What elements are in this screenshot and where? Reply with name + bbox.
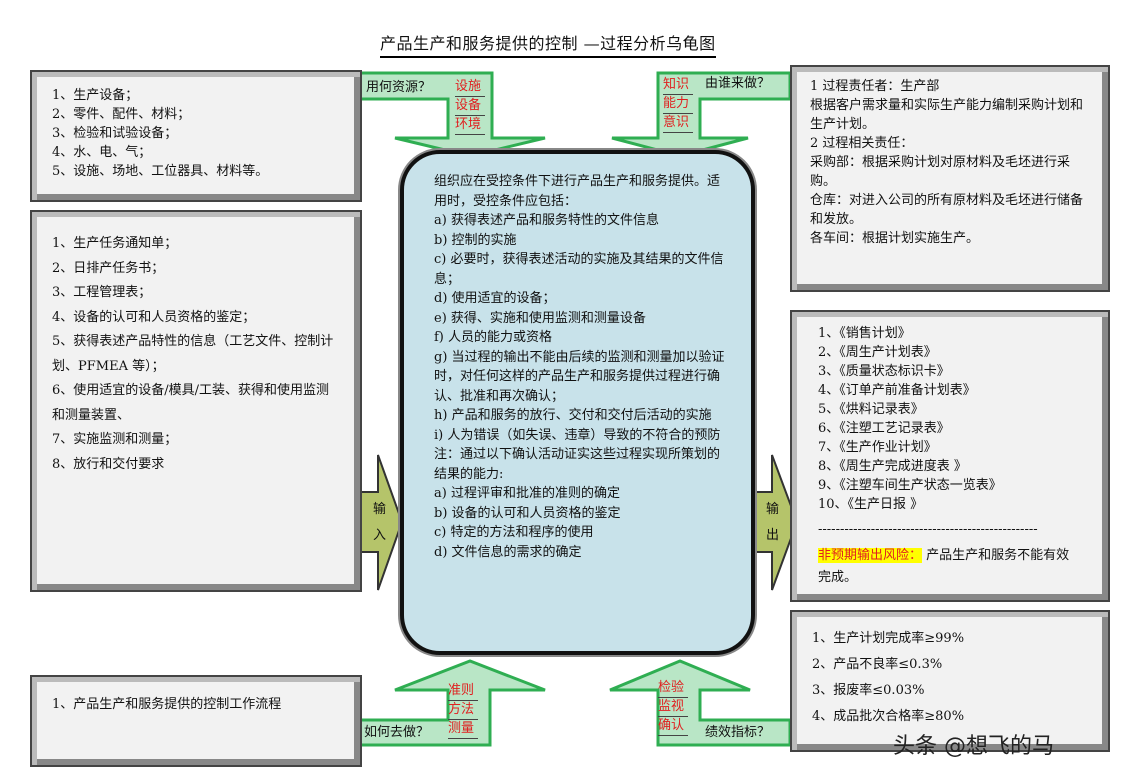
input-item: 2、日排产任务书； xyxy=(52,260,165,276)
responsibility-item: 仓库：对进入公司的所有原材料及毛坯进行储备和发放。 xyxy=(810,193,1084,227)
output-item: 8、《周生产完成进度表 》 xyxy=(818,459,967,474)
process-line: b) 控制的实施 xyxy=(434,232,517,248)
process-line: c) 必要时，获得表述活动的实施及其结果的文件信息； xyxy=(434,252,724,287)
page-title: 产品生产和服务提供的控制 —过程分析乌龟图 xyxy=(380,30,716,58)
resource-item: 2、零件、配件、材料； xyxy=(52,107,191,122)
process-line: c) 特定的方法和程序的使用 xyxy=(434,525,594,540)
outputs-box: 1、《销售计划》 2、《周生产计划表》 3、《质量状态标识卡》 4、《订单产前准备计划… xyxy=(790,310,1110,602)
kpi-item: 4、成品批次合格率≥80% xyxy=(812,709,965,724)
output-item: 10、《生产日报 》 xyxy=(818,497,924,512)
kpi-item: 1、生产计划完成率≥99% xyxy=(812,631,965,646)
kpi-question: 绩效指标？ xyxy=(705,725,771,740)
kpi-item: 2、产品不良率≤0.3% xyxy=(812,657,943,672)
process-line: i) 人为错误（如失误、违章）导致的不符合的预防 xyxy=(434,427,721,443)
output-item: 5、《烘料记录表》 xyxy=(818,402,924,417)
resource-item: 4、水、电、气； xyxy=(52,145,152,160)
who-question: 由谁来做？ xyxy=(705,76,771,91)
output-label: 输出 xyxy=(766,502,780,543)
kpi-arrow xyxy=(609,659,792,747)
responsibility-item: 各车间：根据计划实施生产。 xyxy=(810,231,980,246)
process-line: e) 获得、实施和使用监测和测量设备 xyxy=(434,310,646,326)
resource-item: 5、设施、场地、工位器具、材料等。 xyxy=(52,164,269,179)
output-item: 6、《注塑工艺记录表》 xyxy=(818,421,950,436)
process-line: a) 过程评审和批准的准则的确定 xyxy=(434,486,620,501)
kpi-tags: 检验监视确认 xyxy=(658,679,688,736)
method-item: 1、产品生产和服务提供的控制工作流程 xyxy=(52,697,282,712)
responsibility-item: 1 过程责任者：生产部 xyxy=(810,79,940,94)
input-item: 4、设备的认可和人员资格的鉴定； xyxy=(52,309,256,325)
who-tags: 知识能力意识 xyxy=(663,76,693,133)
methods-box: 1、产品生产和服务提供的控制工作流程 xyxy=(30,675,362,767)
output-item: 1、《销售计划》 xyxy=(818,326,911,341)
input-item: 5、获得表述产品特性的信息（工艺文件、控制计划、PFMEA 等）； xyxy=(52,334,334,374)
input-item: 3、工程管理表； xyxy=(52,285,152,300)
output-item: 2、《周生产计划表》 xyxy=(818,345,937,360)
who-arrow xyxy=(611,71,792,158)
how-tags: 准则方法测量 xyxy=(448,682,478,739)
responsibility-item: 2 过程相关责任： xyxy=(810,136,914,151)
output-item: 7、《生产作业计划》 xyxy=(818,440,937,455)
responsibility-item: 根据客户需求量和实际生产能力编制采购计划和生产计划。 xyxy=(810,98,1084,132)
input-item: 1、生产任务通知单； xyxy=(52,236,178,251)
kpi-item: 3、报废率≤0.03% xyxy=(812,683,925,698)
process-line: a) 获得表述产品和服务特性的文件信息 xyxy=(434,213,659,228)
process-line: d) 文件信息的需求的确定 xyxy=(434,544,582,560)
resources-box: 1、生产设备； 2、零件、配件、材料； 3、检验和试验设备； 4、水、电、气； 5、设施… xyxy=(30,70,362,202)
resource-item: 3、检验和试验设备； xyxy=(52,126,178,141)
process-line: h) 产品和服务的放行、交付和交付后活动的实施 xyxy=(434,408,712,423)
resource-arrow xyxy=(346,71,546,158)
responsibility-box: 1 过程责任者：生产部根据客户需求量和实际生产能力编制采购计划和生产计划。 2 过… xyxy=(790,65,1110,292)
input-item: 6、使用适宜的设备/模具/工装、获得和使用监测和测量装置、 xyxy=(52,383,330,423)
risk-label: 非预期输出风险： xyxy=(818,548,923,563)
process-line: d) 使用适宜的设备； xyxy=(434,291,556,306)
input-item: 7、实施监测和测量； xyxy=(52,432,178,447)
resource-tags: 设施设备环境 xyxy=(455,78,485,135)
how-arrow xyxy=(346,659,546,747)
process-line: b) 设备的认可和人员资格的鉴定 xyxy=(434,505,621,521)
process-box: 组织应在受控条件下进行产品生产和服务提供。适用时，受控条件应包括： a) 获得表述… xyxy=(400,150,755,655)
output-item: 4、《订单产前准备计划表》 xyxy=(818,383,976,398)
output-item: 3、《质量状态标识卡》 xyxy=(818,364,950,379)
process-line: 注：通过以下确认活动证实这些过程实现所策划的结果的能力: xyxy=(434,447,721,482)
inputs-box: 1、生产任务通知单； 2、日排产任务书； 3、工程管理表； 4、设备的认可和人员资格的… xyxy=(30,210,362,592)
resource-item: 1、生产设备； xyxy=(52,88,139,103)
risk-note: 非预期输出风险： 产品生产和服务不能有效完成。 xyxy=(818,545,1082,589)
resource-question: 用何资源？ xyxy=(366,80,432,95)
output-item: 9、《注塑车间生产状态一览表》 xyxy=(818,478,1002,493)
process-line: f) 人员的能力或资格 xyxy=(434,330,553,345)
how-question: 如何去做？ xyxy=(364,725,430,740)
input-item: 8、放行和交付要求 xyxy=(52,456,165,472)
responsibility-item: 采购部：根据采购计划对原材料及毛坯进行采购。 xyxy=(810,155,1071,189)
divider: ----------------------------------------… xyxy=(818,522,1038,537)
kpi-box: 1、生产计划完成率≥99% 2、产品不良率≤0.3% 3、报废率≤0.03% 4、成品… xyxy=(790,610,1110,752)
watermark: 头条 @想飞的马 xyxy=(893,734,1054,759)
input-label: 输入 xyxy=(373,502,387,543)
risk-text: 产品生产和服务不能有效完成。 xyxy=(818,548,1070,585)
process-line: g) 当过程的输出不能由后续的监测和测量加以验证时，对任何这样的产品生产和服务提… xyxy=(434,349,725,404)
process-line: 组织应在受控条件下进行产品生产和服务提供。适用时，受控条件应包括： xyxy=(434,174,721,209)
